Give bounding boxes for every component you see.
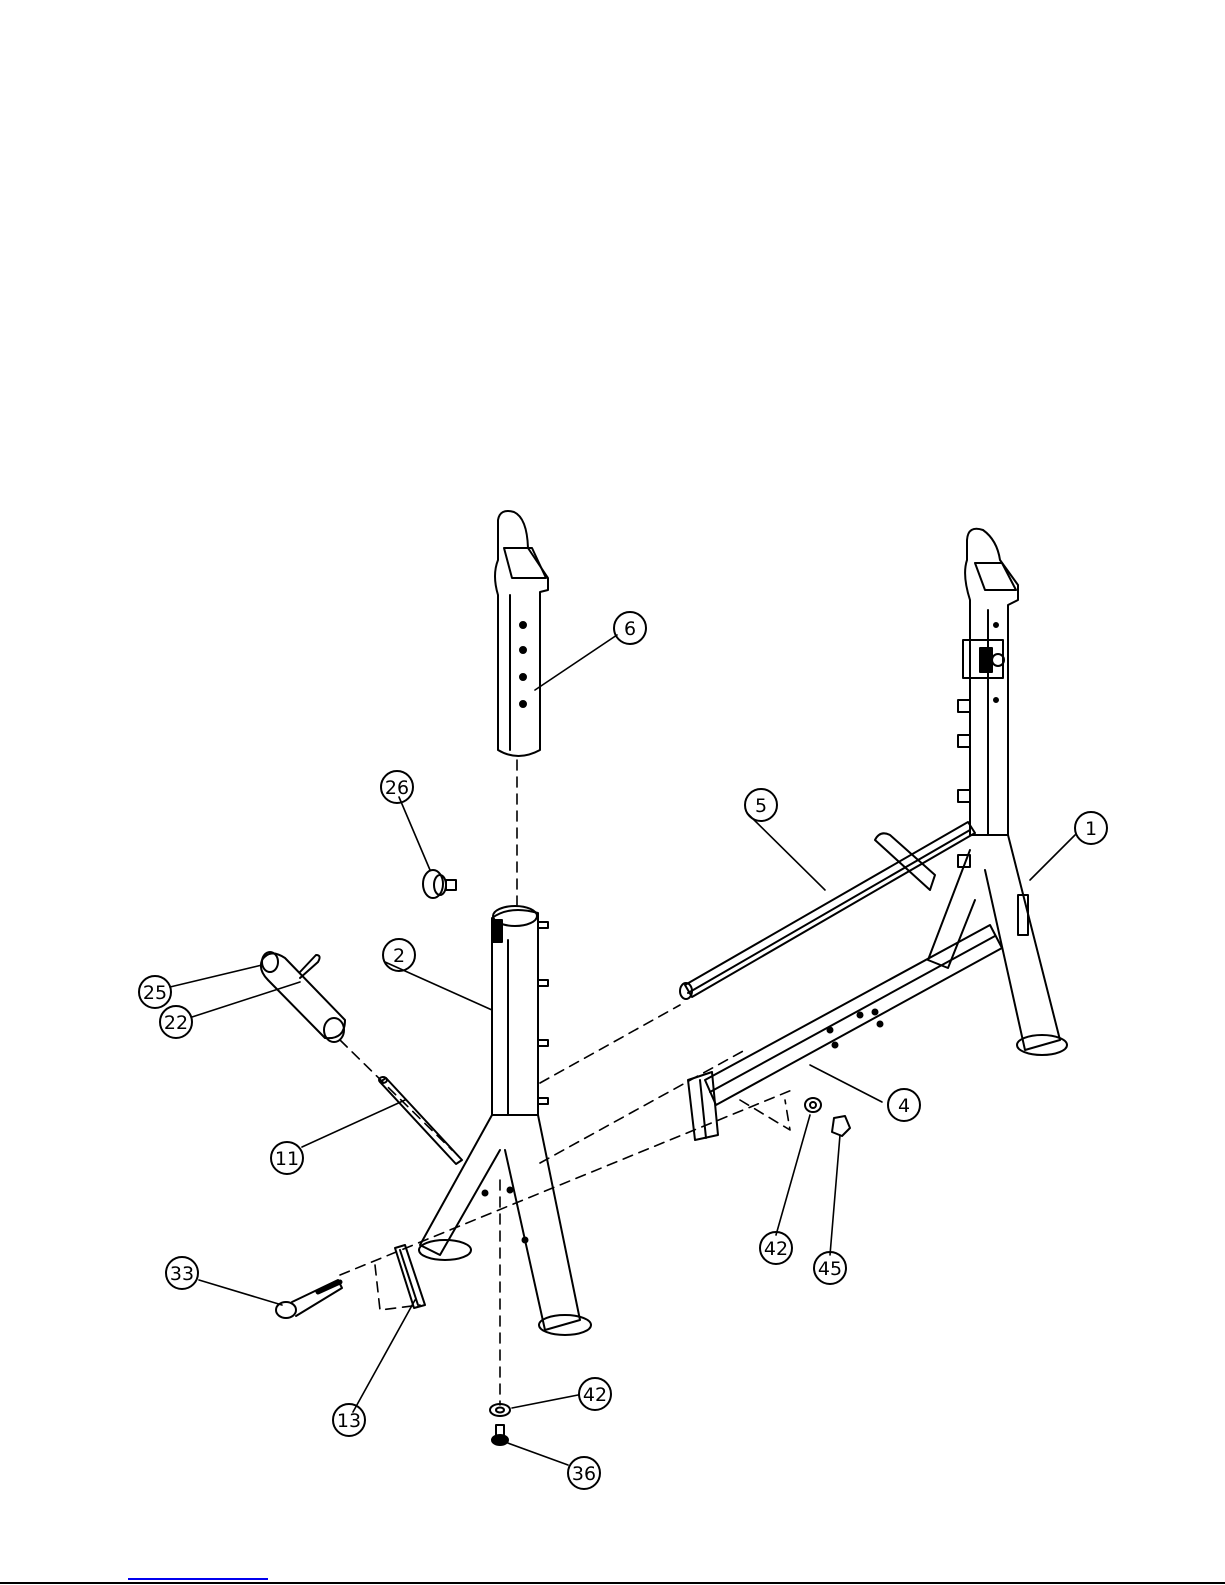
washer-right — [805, 1098, 821, 1112]
callout-part-36: 36 — [568, 1457, 600, 1489]
callout-label-26: 26 — [385, 777, 409, 799]
carriage-bolt — [276, 1280, 342, 1318]
callout-label-1: 1 — [1085, 818, 1097, 840]
callout-part-2: 2 — [383, 939, 415, 971]
footer-link-underline[interactable] — [128, 1578, 268, 1580]
callout-label-42-right: 42 — [764, 1238, 788, 1260]
callout-part-5: 5 — [745, 789, 777, 821]
callout-label-6: 6 — [624, 618, 636, 640]
adjustment-knob — [423, 870, 456, 898]
callout-part-42-right: 42 — [760, 1232, 792, 1264]
page-bottom-border — [0, 1582, 1225, 1584]
callout-label-4: 4 — [898, 1095, 910, 1117]
callout-label-36: 36 — [572, 1463, 596, 1485]
callout-part-42-bottom: 42 — [579, 1378, 611, 1410]
washer-bottom — [490, 1404, 510, 1416]
callout-part-26: 26 — [381, 771, 413, 803]
callout-label-45: 45 — [818, 1258, 842, 1280]
top-cross-bar — [680, 822, 975, 999]
left-upright-frame — [419, 906, 591, 1335]
nut-right — [832, 1116, 850, 1136]
callout-label-22: 22 — [164, 1012, 188, 1034]
callout-part-45: 45 — [814, 1252, 846, 1284]
assembly-guide-lines — [340, 760, 792, 1405]
callout-label-13: 13 — [337, 1410, 361, 1432]
callout-label-33: 33 — [170, 1263, 194, 1285]
callout-label-42-bottom: 42 — [583, 1384, 607, 1406]
callout-part-13: 13 — [333, 1404, 365, 1436]
callout-part-33: 33 — [166, 1257, 198, 1289]
leader-lines — [170, 635, 1075, 1465]
callout-part-1: 1 — [1075, 812, 1107, 844]
callout-part-22: 22 — [160, 1006, 192, 1038]
callout-part-11: 11 — [271, 1142, 303, 1174]
callout-label-2: 2 — [393, 945, 405, 967]
callout-label-25: 25 — [143, 982, 167, 1004]
upright-extension-left — [495, 511, 548, 756]
callout-label-5: 5 — [755, 795, 767, 817]
callout-part-25: 25 — [139, 976, 171, 1008]
callout-part-6: 6 — [614, 612, 646, 644]
callout-label-11: 11 — [275, 1148, 299, 1170]
callout-part-4: 4 — [888, 1089, 920, 1121]
weight-horn — [261, 952, 345, 1042]
